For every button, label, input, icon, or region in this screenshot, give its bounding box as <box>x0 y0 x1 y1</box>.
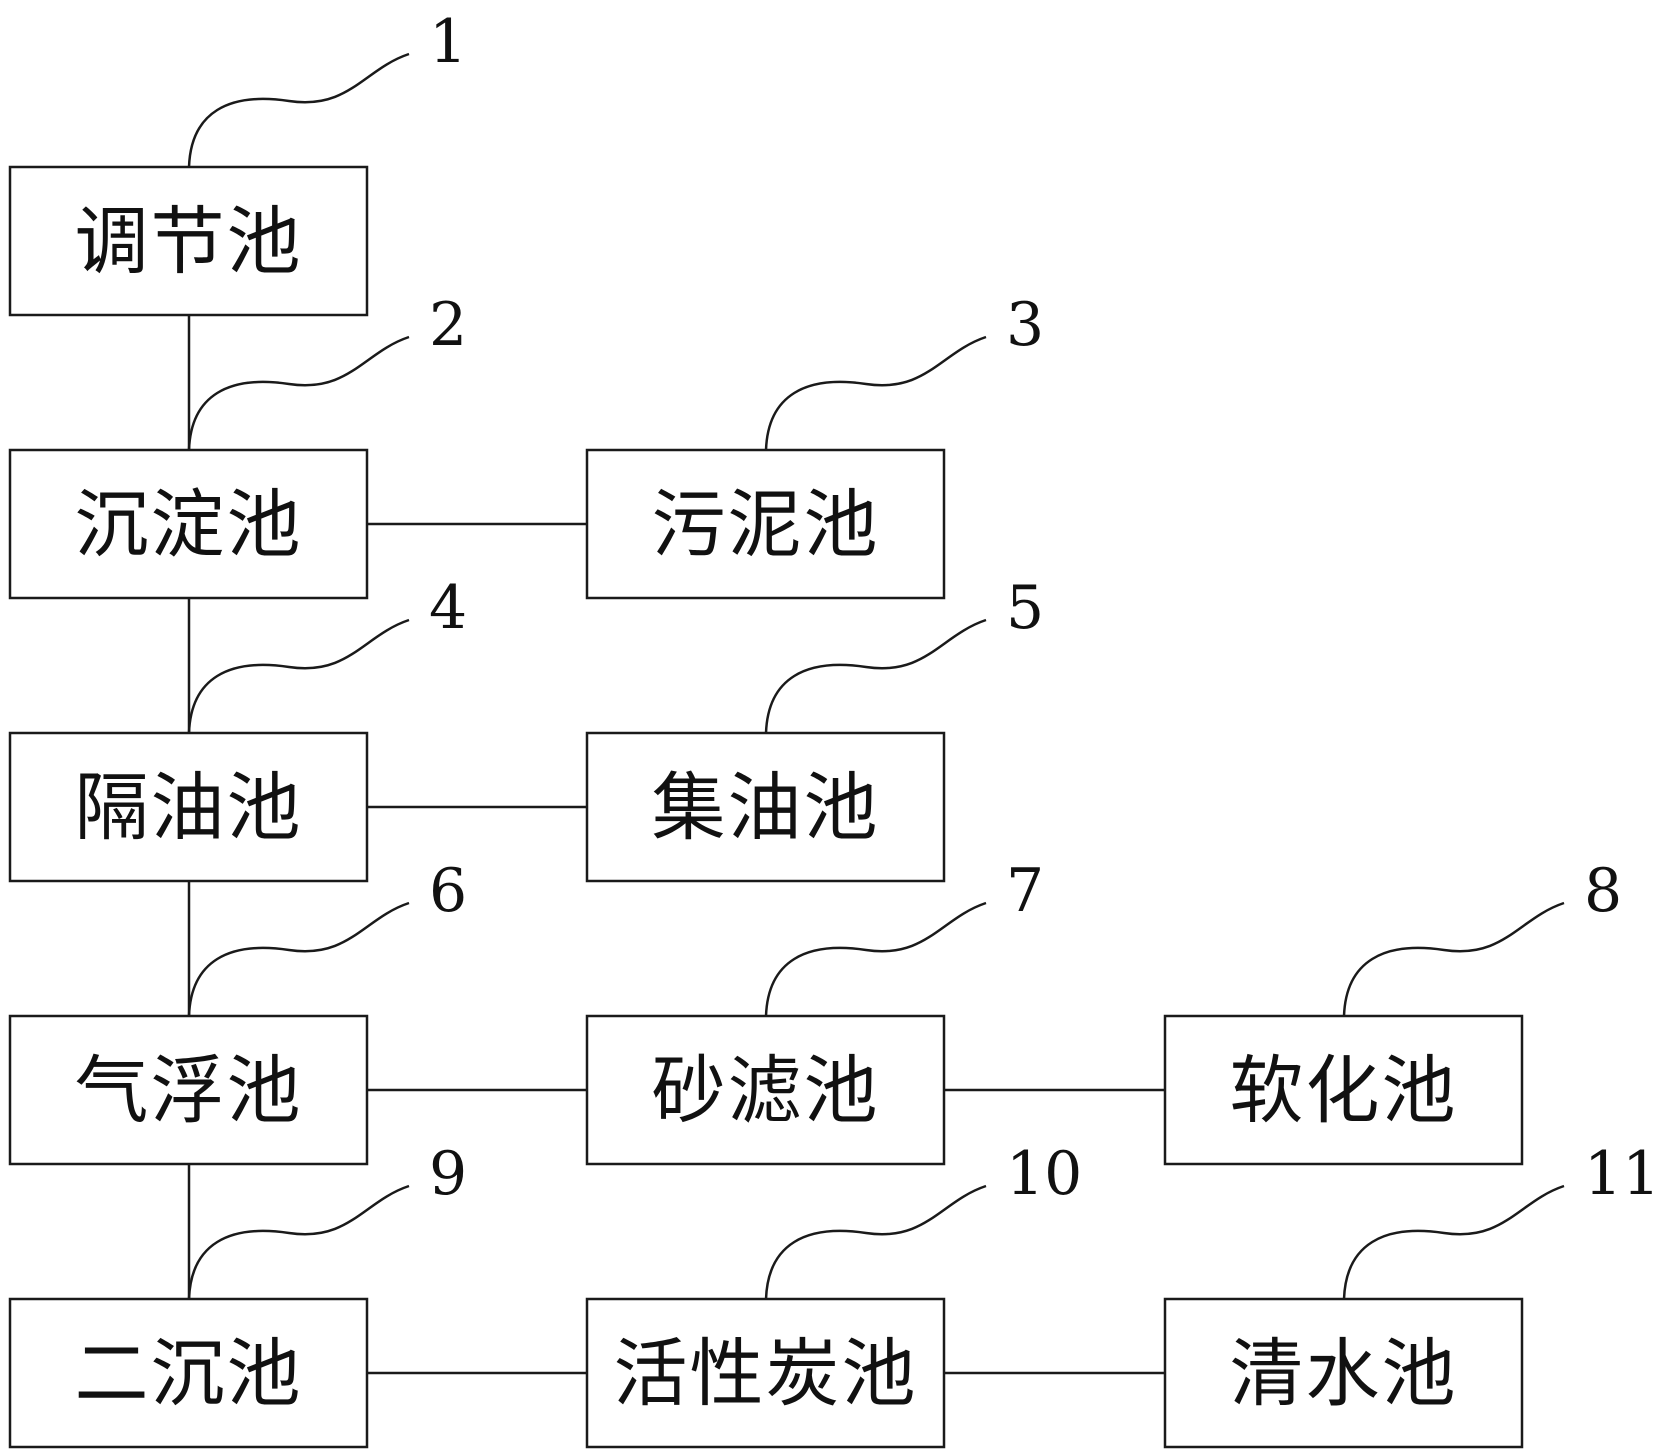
unit-6: 气浮池 <box>8 1014 369 1166</box>
reference-number-6: 6 <box>429 856 467 926</box>
connectors <box>187 315 1165 1375</box>
unit-label: 调节池 <box>75 199 303 285</box>
unit-label: 清水池 <box>1230 1331 1458 1417</box>
reference-number-9: 9 <box>429 1139 467 1209</box>
leader-line-8 <box>1342 901 1565 1017</box>
unit-4: 隔油池 <box>8 731 369 883</box>
reference-number-3: 3 <box>1006 290 1044 360</box>
leader-line-3 <box>764 335 987 451</box>
unit-box <box>585 1297 946 1449</box>
unit-1: 调节池 <box>8 165 369 317</box>
reference-number-2: 2 <box>429 290 467 360</box>
reference-number-11: 11 <box>1584 1139 1654 1209</box>
unit-11: 清水池 <box>1163 1297 1524 1449</box>
leader-line-10 <box>764 1184 987 1300</box>
unit-label: 隔油池 <box>75 765 303 851</box>
leader-line-1 <box>187 52 410 168</box>
unit-8: 软化池 <box>1163 1014 1524 1166</box>
unit-label: 软化池 <box>1230 1048 1458 1134</box>
unit-box <box>585 1014 946 1166</box>
reference-number-5: 5 <box>1006 573 1044 643</box>
unit-9: 二沉池 <box>8 1297 369 1449</box>
unit-label: 活性炭池 <box>614 1331 918 1417</box>
unit-label: 二沉池 <box>75 1331 303 1417</box>
unit-box <box>585 448 946 600</box>
reference-number-4: 4 <box>429 573 467 643</box>
unit-label: 气浮池 <box>75 1048 303 1134</box>
leader-line-9 <box>187 1184 410 1300</box>
reference-number-10: 10 <box>1006 1139 1082 1209</box>
unit-box <box>8 1014 369 1166</box>
leader-line-2 <box>187 335 410 451</box>
unit-box <box>1163 1014 1524 1166</box>
unit-7: 砂滤池 <box>585 1014 946 1166</box>
unit-box <box>8 731 369 883</box>
unit-label: 集油池 <box>652 765 880 851</box>
leader-line-5 <box>764 618 987 734</box>
unit-10: 活性炭池 <box>585 1297 946 1449</box>
unit-box <box>585 731 946 883</box>
unit-box <box>1163 1297 1524 1449</box>
unit-3: 污泥池 <box>585 448 946 600</box>
unit-2: 沉淀池 <box>8 448 369 600</box>
unit-5: 集油池 <box>585 731 946 883</box>
leader-line-11 <box>1342 1184 1565 1300</box>
unit-label: 污泥池 <box>652 482 880 568</box>
unit-box <box>8 448 369 600</box>
leader-line-4 <box>187 618 410 734</box>
unit-label: 砂滤池 <box>652 1048 880 1134</box>
reference-number-1: 1 <box>429 7 467 77</box>
reference-number-7: 7 <box>1006 856 1044 926</box>
unit-box <box>8 165 369 317</box>
reference-number-8: 8 <box>1584 856 1622 926</box>
unit-box <box>8 1297 369 1449</box>
leader-line-6 <box>187 901 410 1017</box>
unit-label: 沉淀池 <box>75 482 303 568</box>
reference-leaders: 1 2 3 4 5 6 7 8 9 10 11 <box>187 7 1654 1300</box>
leader-line-7 <box>764 901 987 1017</box>
